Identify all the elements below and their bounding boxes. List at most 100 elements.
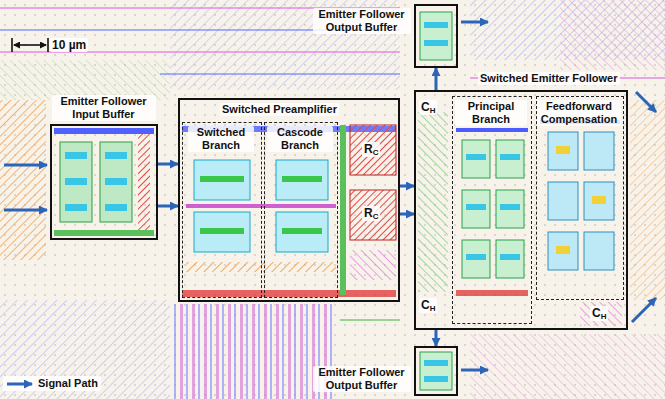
circuit-block: Emitter Follower Output Buffer [414, 346, 458, 396]
layout-shape [461, 369, 488, 372]
layout-shape [466, 254, 486, 260]
layout-shape [194, 160, 250, 200]
block-title: Emitter Follower Output Buffer [313, 366, 411, 392]
layout-shape [592, 196, 606, 204]
block-title: Switched Emitter Follower [478, 72, 620, 85]
layout-shape [466, 204, 486, 210]
layout-shape [424, 40, 448, 46]
layout-shape [424, 376, 448, 382]
layout-shape [0, 100, 46, 260]
circuit-block: Emitter Follower Input Buffer [50, 124, 158, 240]
layout-shape [100, 142, 132, 222]
block-title: Cascode Branch [267, 126, 333, 152]
layout-shape [556, 146, 570, 154]
layout-shape [556, 246, 570, 254]
layout-shape [462, 190, 490, 228]
layout-shape [632, 298, 656, 322]
layout-shape [548, 182, 578, 220]
layout-shape [54, 128, 154, 236]
layout-shape [105, 152, 127, 159]
sub-block: Principal Branch [452, 96, 532, 324]
layout-shape [0, 8, 665, 320]
block-title: Principal Branch [455, 100, 527, 126]
layout-shape [182, 290, 396, 297]
circuit-block: Switched PreamplifierSwitched Branch Casc… [178, 98, 400, 302]
block-title: Feedforward Compensation [537, 100, 621, 126]
sub-block: Switched Branch [182, 122, 262, 298]
layout-shape [340, 319, 400, 321]
layout-shape [65, 152, 87, 159]
legend-sample [6, 378, 34, 390]
layout-shape [4, 164, 47, 167]
sub-block: Cascode Branch [264, 122, 338, 298]
capacitor-label: CH [419, 298, 437, 313]
layout-shape [54, 230, 154, 236]
layout-shape [194, 212, 250, 252]
layout-shape [47, 38, 49, 52]
layout-shape [282, 228, 322, 234]
layout-shape [138, 134, 150, 230]
layout-shape [420, 12, 452, 60]
layout-shape [282, 176, 322, 182]
layout-shape [500, 154, 520, 160]
layout-shape [200, 176, 244, 182]
layout-shape [418, 112, 622, 326]
layout-shape [496, 240, 524, 278]
legend-entry: Signal Path [3, 376, 101, 391]
layout-shape [4, 209, 47, 212]
layout-shape [462, 240, 490, 278]
layout-shape [500, 204, 520, 210]
layout-shape [424, 360, 448, 366]
layout-shape [584, 132, 614, 170]
capacitor-label: CH [590, 306, 608, 321]
layout-shape [424, 22, 448, 28]
signal-arrow [158, 205, 178, 208]
signal-arrow [435, 330, 438, 346]
legend-arrow [7, 382, 32, 385]
layout-shape [580, 302, 622, 326]
layout-shape [65, 178, 87, 185]
layout-shape [560, 0, 665, 70]
block-title: Switched Branch [188, 126, 254, 152]
block-title: Emitter Follower Input Buffer [52, 95, 156, 121]
signal-arrow [400, 185, 414, 188]
layout-shape [496, 140, 524, 178]
layout-shape [584, 182, 614, 220]
layout-shape [14, 44, 46, 46]
layout-shape [350, 250, 396, 280]
layout-shape [60, 142, 92, 222]
layout-shape [630, 100, 665, 300]
layout-shape [584, 232, 614, 270]
resistor-label: RC [362, 206, 380, 221]
layout-shape [160, 73, 400, 75]
layout-shape [65, 204, 87, 211]
signal-arrow [400, 213, 414, 216]
layout-shape [500, 254, 520, 260]
layout-shape [548, 132, 578, 170]
layout-shape [172, 304, 332, 399]
layout-shape [420, 352, 452, 390]
layout-shape [418, 112, 448, 292]
layout-shape [548, 232, 578, 270]
layout-shape [420, 12, 452, 390]
resistor-label: RC [362, 142, 380, 157]
layout-shape [276, 160, 328, 200]
layout-shape [340, 125, 346, 295]
legend-text: Signal Path [38, 377, 98, 390]
layout-shape [456, 128, 528, 132]
layout-shape [466, 154, 486, 160]
layout-shape [105, 204, 127, 211]
layout-shape [456, 290, 528, 296]
layout-shape [12, 38, 48, 52]
layout-shape [0, 300, 170, 399]
layout-shape [470, 334, 665, 399]
layout-shape [350, 125, 396, 175]
layout-shape [54, 128, 154, 134]
scale-label: 10 µm [50, 38, 88, 52]
block-title: Emitter Follower Output Buffer [313, 8, 411, 34]
block-title: Switched Preamplifier [220, 103, 339, 116]
layout-shape [105, 178, 127, 185]
